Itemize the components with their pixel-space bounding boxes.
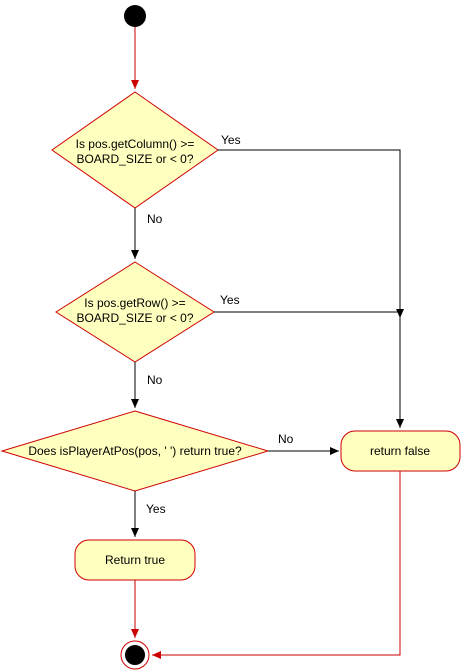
edge-decision1-yes <box>218 149 401 317</box>
edge-label-decision1-no: No <box>147 212 163 226</box>
decision-column-check: Is pos.getColumn() >= BOARD_SIZE or < 0? <box>51 91 219 209</box>
action-return-true-label: Return true <box>105 553 165 567</box>
edge-label-decision2-yes: Yes <box>220 293 240 307</box>
action-return-false-label: return false <box>370 444 430 458</box>
start-node <box>124 5 146 27</box>
edge-return-false-to-end <box>152 471 401 659</box>
edge-label-decision3-no: No <box>278 432 294 446</box>
decision-row-check: Is pos.getRow() >= BOARD_SIZE or < 0? <box>55 261 215 363</box>
decision-player-at-pos-text: Does isPlayerAtPos(pos, ' ') return true… <box>28 444 242 458</box>
action-return-false: return false <box>340 430 461 472</box>
edge-label-decision3-yes: Yes <box>146 502 166 516</box>
edge-label-decision1-yes: Yes <box>221 133 241 147</box>
action-return-true: Return true <box>74 539 196 581</box>
decision-player-at-pos: Does isPlayerAtPos(pos, ' ') return true… <box>0 410 270 492</box>
decision-row-check-line1: Is pos.getRow() >= <box>84 296 185 310</box>
decision-column-check-line1: Is pos.getColumn() >= <box>76 137 195 151</box>
end-node <box>120 640 150 670</box>
edge-label-decision2-no: No <box>147 373 163 387</box>
decision-row-check-line2: BOARD_SIZE or < 0? <box>76 311 193 325</box>
decision-column-check-line2: BOARD_SIZE or < 0? <box>76 152 193 166</box>
